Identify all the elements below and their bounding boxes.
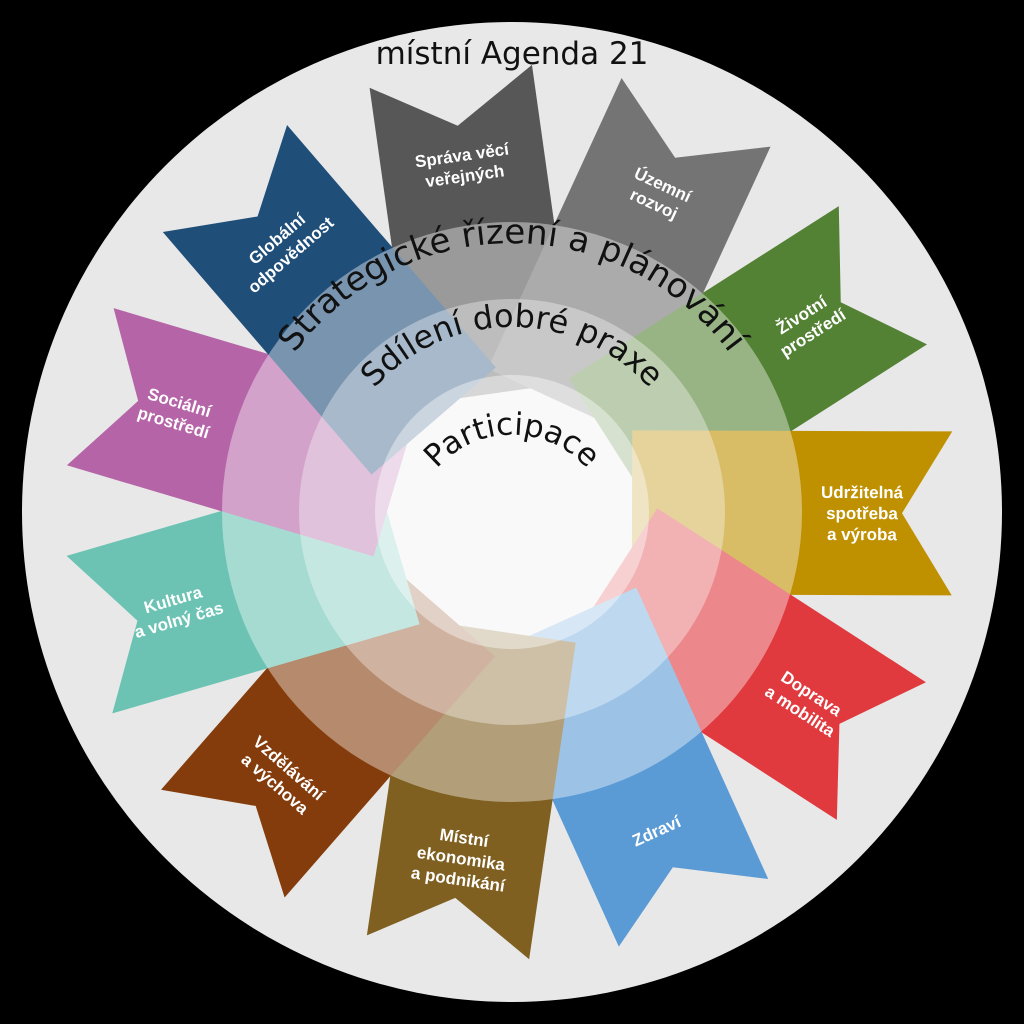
banner-4: Dopravaa mobilita — [568, 508, 926, 820]
banner-10: Globálníodpovědnost — [162, 125, 496, 475]
banner-shape — [568, 508, 926, 820]
ring-participation — [375, 375, 649, 649]
diagram-title: místní Agenda 21 — [376, 36, 649, 72]
banner-shape — [487, 78, 771, 438]
banner-label-line: Udržitelná — [821, 483, 904, 502]
ring-strategic-planning — [222, 222, 802, 802]
banner-label-line: a výroba — [827, 525, 898, 544]
banner-7: Vzdělávánía výchova — [161, 548, 495, 898]
banner-label: Udržitelná spotřeba a výroba — [821, 483, 904, 544]
banner-label-line: spotřeba — [826, 504, 898, 523]
banner-shape — [66, 308, 421, 557]
ring-best-practice-sharing — [299, 299, 725, 725]
banner-shape — [161, 548, 495, 898]
banner-shape — [162, 125, 496, 475]
banner-9: Sociálníprostředí — [66, 308, 421, 557]
banner-1: Územnírozvoj — [487, 78, 771, 438]
